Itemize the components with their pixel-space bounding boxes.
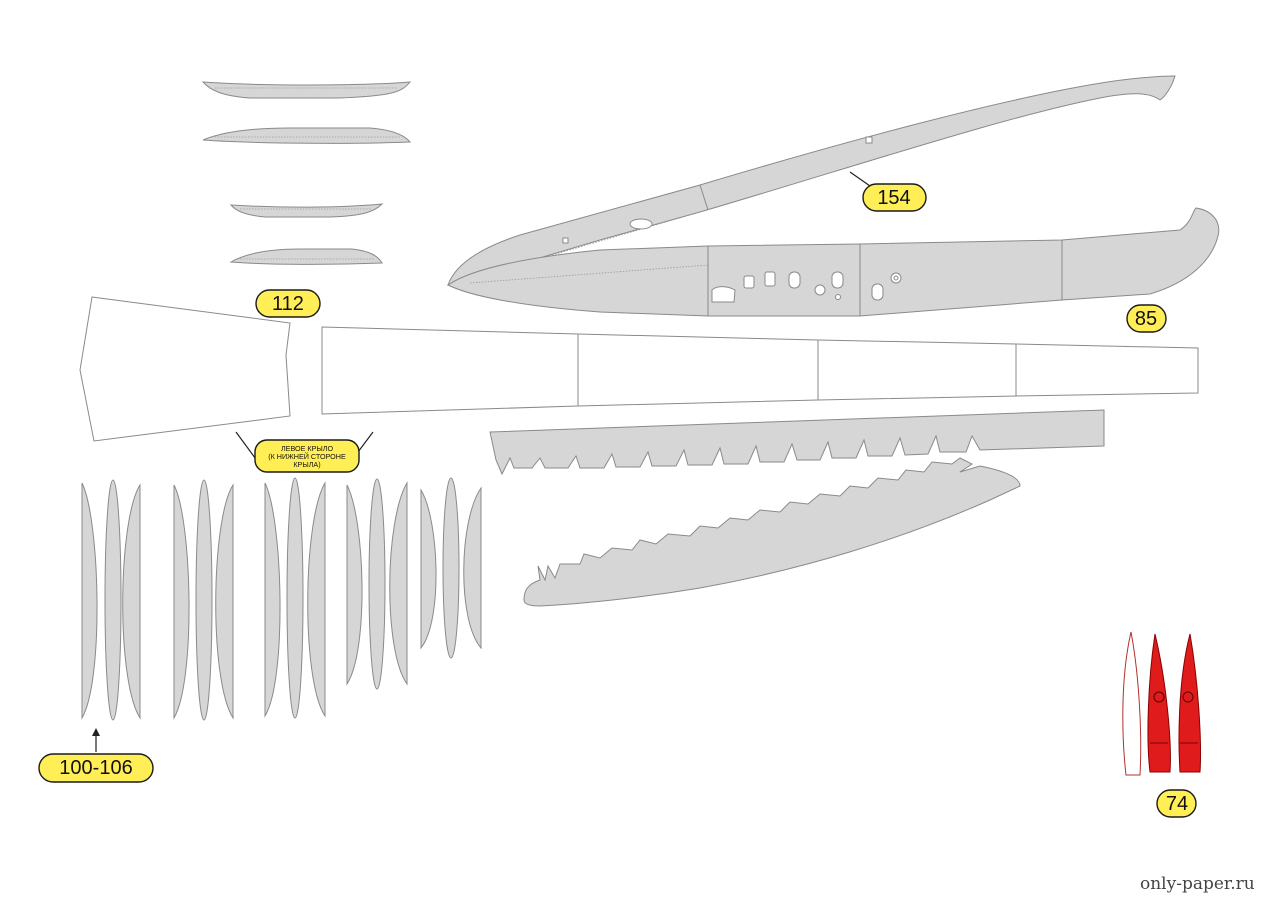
part-74-red xyxy=(1178,633,1202,773)
comb-rib-strip xyxy=(489,409,1105,476)
label-112-text: 112 xyxy=(272,293,304,315)
label-100-106-text: 100-106 xyxy=(59,757,132,779)
label-154: 154 xyxy=(849,171,927,212)
watermark: only-paper.ru xyxy=(1140,874,1255,894)
label-85-text: 85 xyxy=(1135,308,1157,330)
lens-rib-group xyxy=(81,477,482,721)
left-wing-note: ЛЕВОЕ КРЫЛО (К НИЖНЕЙ СТОРОНЕ КРЫЛА) xyxy=(235,431,374,473)
part-74-group xyxy=(1122,631,1202,776)
part-112-panel xyxy=(79,296,291,442)
part-154-panel xyxy=(447,75,1176,286)
strip-part xyxy=(201,81,412,99)
strip-part xyxy=(229,248,383,265)
label-100-106: 100-106 xyxy=(38,728,154,783)
label-154-text: 154 xyxy=(877,187,910,209)
part-74-outline xyxy=(1122,631,1142,776)
part-74-red xyxy=(1147,633,1171,773)
comb-rib-strip xyxy=(523,457,1021,607)
part-85-panel xyxy=(447,207,1220,317)
wing-lower-panel xyxy=(321,326,1199,415)
note-line-3: КРЫЛА) xyxy=(293,460,320,469)
strip-part xyxy=(202,127,412,144)
label-85: 85 xyxy=(1126,304,1167,333)
strip-parts xyxy=(201,81,412,265)
strip-part xyxy=(229,203,384,218)
label-74-text: 74 xyxy=(1166,793,1188,815)
label-112: 112 xyxy=(255,289,321,318)
label-74: 74 xyxy=(1156,789,1197,818)
note-line-2: (К НИЖНЕЙ СТОРОНЕ xyxy=(268,452,346,461)
note-line-1: ЛЕВОЕ КРЫЛО xyxy=(281,444,334,453)
